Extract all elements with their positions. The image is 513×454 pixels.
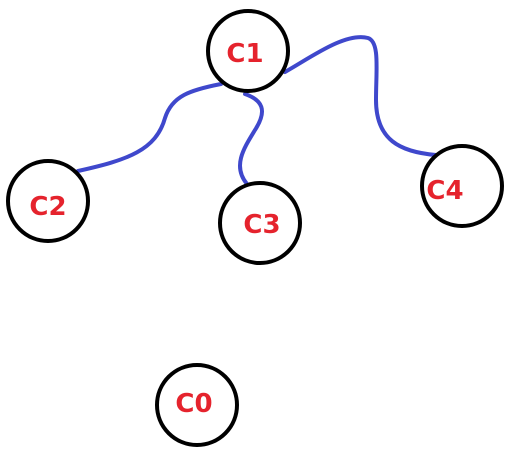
node-c1[interactable]: C1 — [206, 9, 290, 93]
node-c0-label: C0 — [175, 389, 212, 419]
node-c4-circle — [420, 144, 504, 228]
edge-c1-c2 — [76, 82, 223, 173]
node-c2-circle — [6, 159, 90, 243]
node-c2-label: C2 — [29, 192, 66, 222]
node-c3-circle — [218, 181, 302, 265]
edges — [76, 35, 438, 186]
node-c1-label: C1 — [226, 39, 263, 69]
node-c2[interactable]: C2 — [6, 159, 90, 243]
node-c3-label: C3 — [243, 210, 280, 240]
node-c1-circle — [206, 9, 290, 93]
edge-c1-c3 — [237, 92, 265, 186]
node-c0-circle — [155, 363, 239, 447]
node-c3[interactable]: C3 — [218, 181, 302, 265]
edge-c1-c4 — [283, 35, 438, 157]
node-c0[interactable]: C0 — [155, 363, 239, 447]
node-c4[interactable]: C4 — [420, 144, 504, 228]
node-c4-label: C4 — [426, 176, 463, 206]
